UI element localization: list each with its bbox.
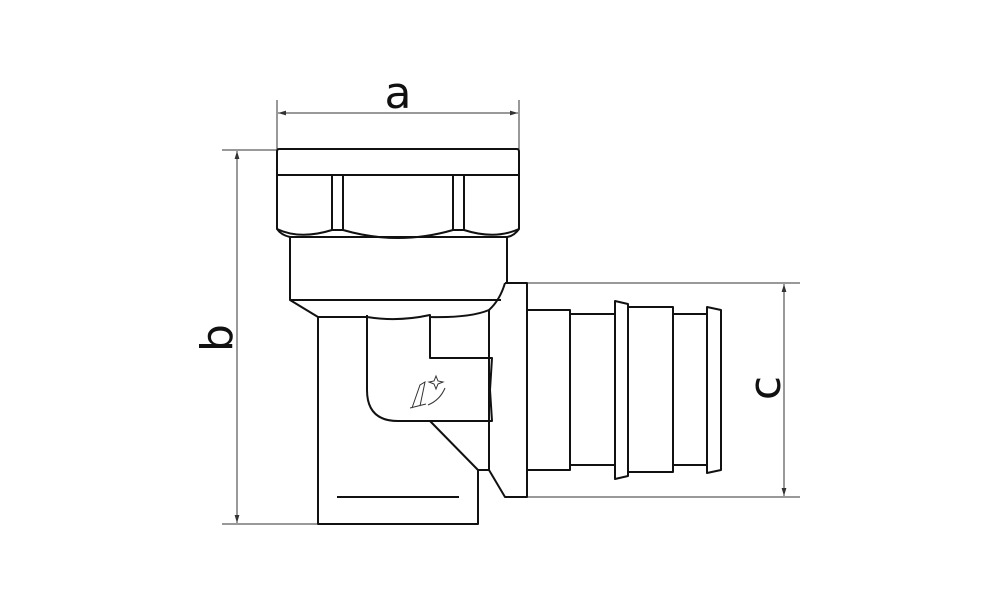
dimension-a-label: a: [385, 68, 412, 119]
dimension-c: c: [527, 282, 800, 498]
dimension-a: a: [276, 68, 520, 150]
pex-barb: [526, 300, 722, 480]
dimension-b: b: [192, 149, 318, 525]
hex-nut: [276, 148, 520, 239]
brand-logo-icon: [409, 374, 446, 409]
flange: [488, 282, 528, 498]
dimension-b-label: b: [192, 324, 243, 352]
elbow-body: [289, 237, 508, 525]
dimension-c-label: c: [740, 376, 791, 400]
